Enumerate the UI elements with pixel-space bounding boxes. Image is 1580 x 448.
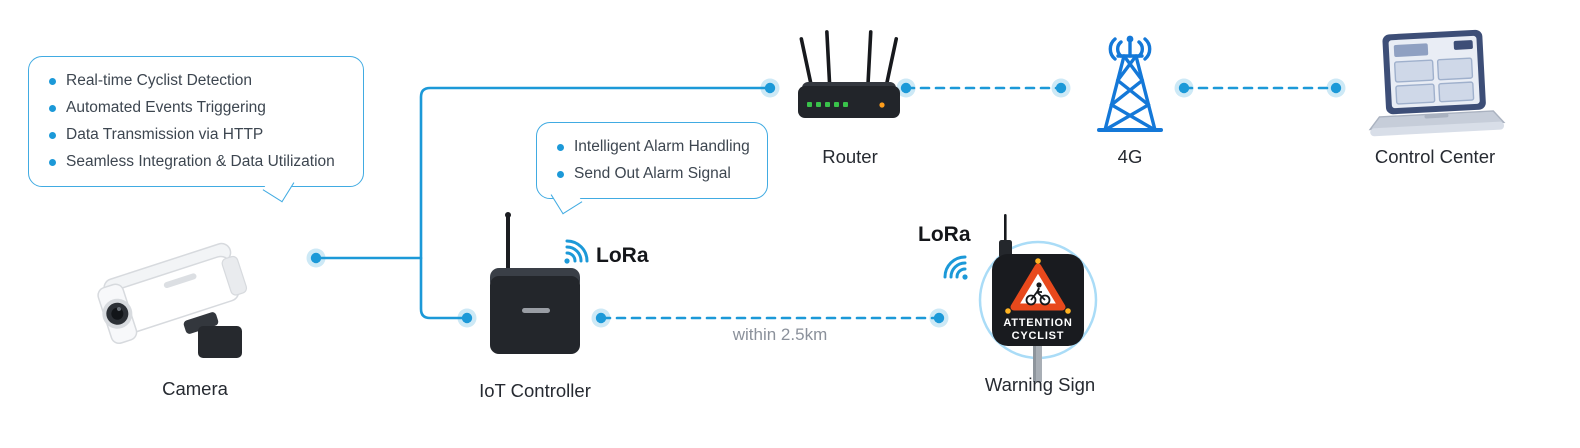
iot-controller-label: IoT Controller	[479, 380, 591, 401]
bullet-dot	[557, 170, 564, 178]
laptop-icon	[1360, 28, 1510, 148]
sign-text-line2: CYCLIST	[1012, 330, 1065, 342]
connection-dot	[1326, 78, 1346, 98]
bullet-dot	[557, 143, 564, 151]
iot-controller-icon	[482, 210, 602, 365]
connection-dots	[306, 78, 1346, 328]
list-item-text: Seamless Integration & Data Utilization	[66, 153, 335, 170]
list-item: Data Transmission via HTTP	[49, 126, 343, 144]
list-item: Automated Events Triggering	[49, 99, 343, 117]
lora-label: LoRa	[596, 244, 649, 267]
4g-label: 4G	[1117, 146, 1143, 167]
radio-waves-icon	[943, 255, 968, 280]
lora-logo: LoRa	[910, 224, 1000, 288]
radio-waves-icon	[564, 239, 589, 264]
connection-dot	[896, 78, 916, 98]
list-item: Send Out Alarm Signal	[557, 165, 747, 183]
lora-label: LoRa	[918, 223, 971, 246]
connection-dot	[591, 308, 611, 328]
connection-dot	[929, 308, 949, 328]
bullet-camera-icon	[88, 210, 288, 380]
sign-text-line1: ATTENTION	[1003, 317, 1072, 329]
list-item-text: Send Out Alarm Signal	[574, 165, 731, 182]
lora-logo: LoRa	[562, 232, 649, 266]
bullet-dot	[49, 104, 56, 112]
distance-annotation: within 2.5km	[732, 325, 828, 344]
list-item: Intelligent Alarm Handling	[557, 138, 750, 156]
list-item-text: Automated Events Triggering	[66, 99, 266, 116]
connection-dot	[760, 78, 780, 98]
list-item-text: Data Transmission via HTTP	[66, 126, 264, 143]
router-label: Router	[822, 146, 878, 167]
warning-sign-icon: ATTENTION CYCLIST	[958, 212, 1118, 387]
camera-label: Camera	[162, 378, 228, 399]
bullet-dot	[49, 77, 56, 85]
list-item: Seamless Integration & Data Utilization	[49, 153, 343, 171]
camera-feature-list: Real-time Cyclist Detection Automated Ev…	[49, 72, 343, 171]
camera-feature-bubble: Real-time Cyclist Detection Automated Ev…	[28, 56, 364, 203]
controller-feature-list: Intelligent Alarm Handling Send Out Alar…	[557, 138, 750, 183]
controller-feature-bubble: Intelligent Alarm Handling Send Out Alar…	[536, 122, 768, 215]
router-icon	[790, 28, 910, 143]
connection-dot	[1174, 78, 1194, 98]
list-item-text: Real-time Cyclist Detection	[66, 72, 253, 89]
bullet-dot	[49, 158, 56, 166]
warning-sign-label: Warning Sign	[984, 374, 1096, 395]
connection-dot	[306, 248, 326, 268]
bullet-dot	[49, 131, 56, 139]
control-center-label: Control Center	[1374, 146, 1496, 167]
connection-dot	[1051, 78, 1071, 98]
list-item: Real-time Cyclist Detection	[49, 72, 343, 90]
cell-tower-icon	[1085, 30, 1175, 145]
list-item-text: Intelligent Alarm Handling	[574, 138, 750, 155]
camera-to-router-line	[419, 86, 772, 320]
connection-dot	[457, 308, 477, 328]
